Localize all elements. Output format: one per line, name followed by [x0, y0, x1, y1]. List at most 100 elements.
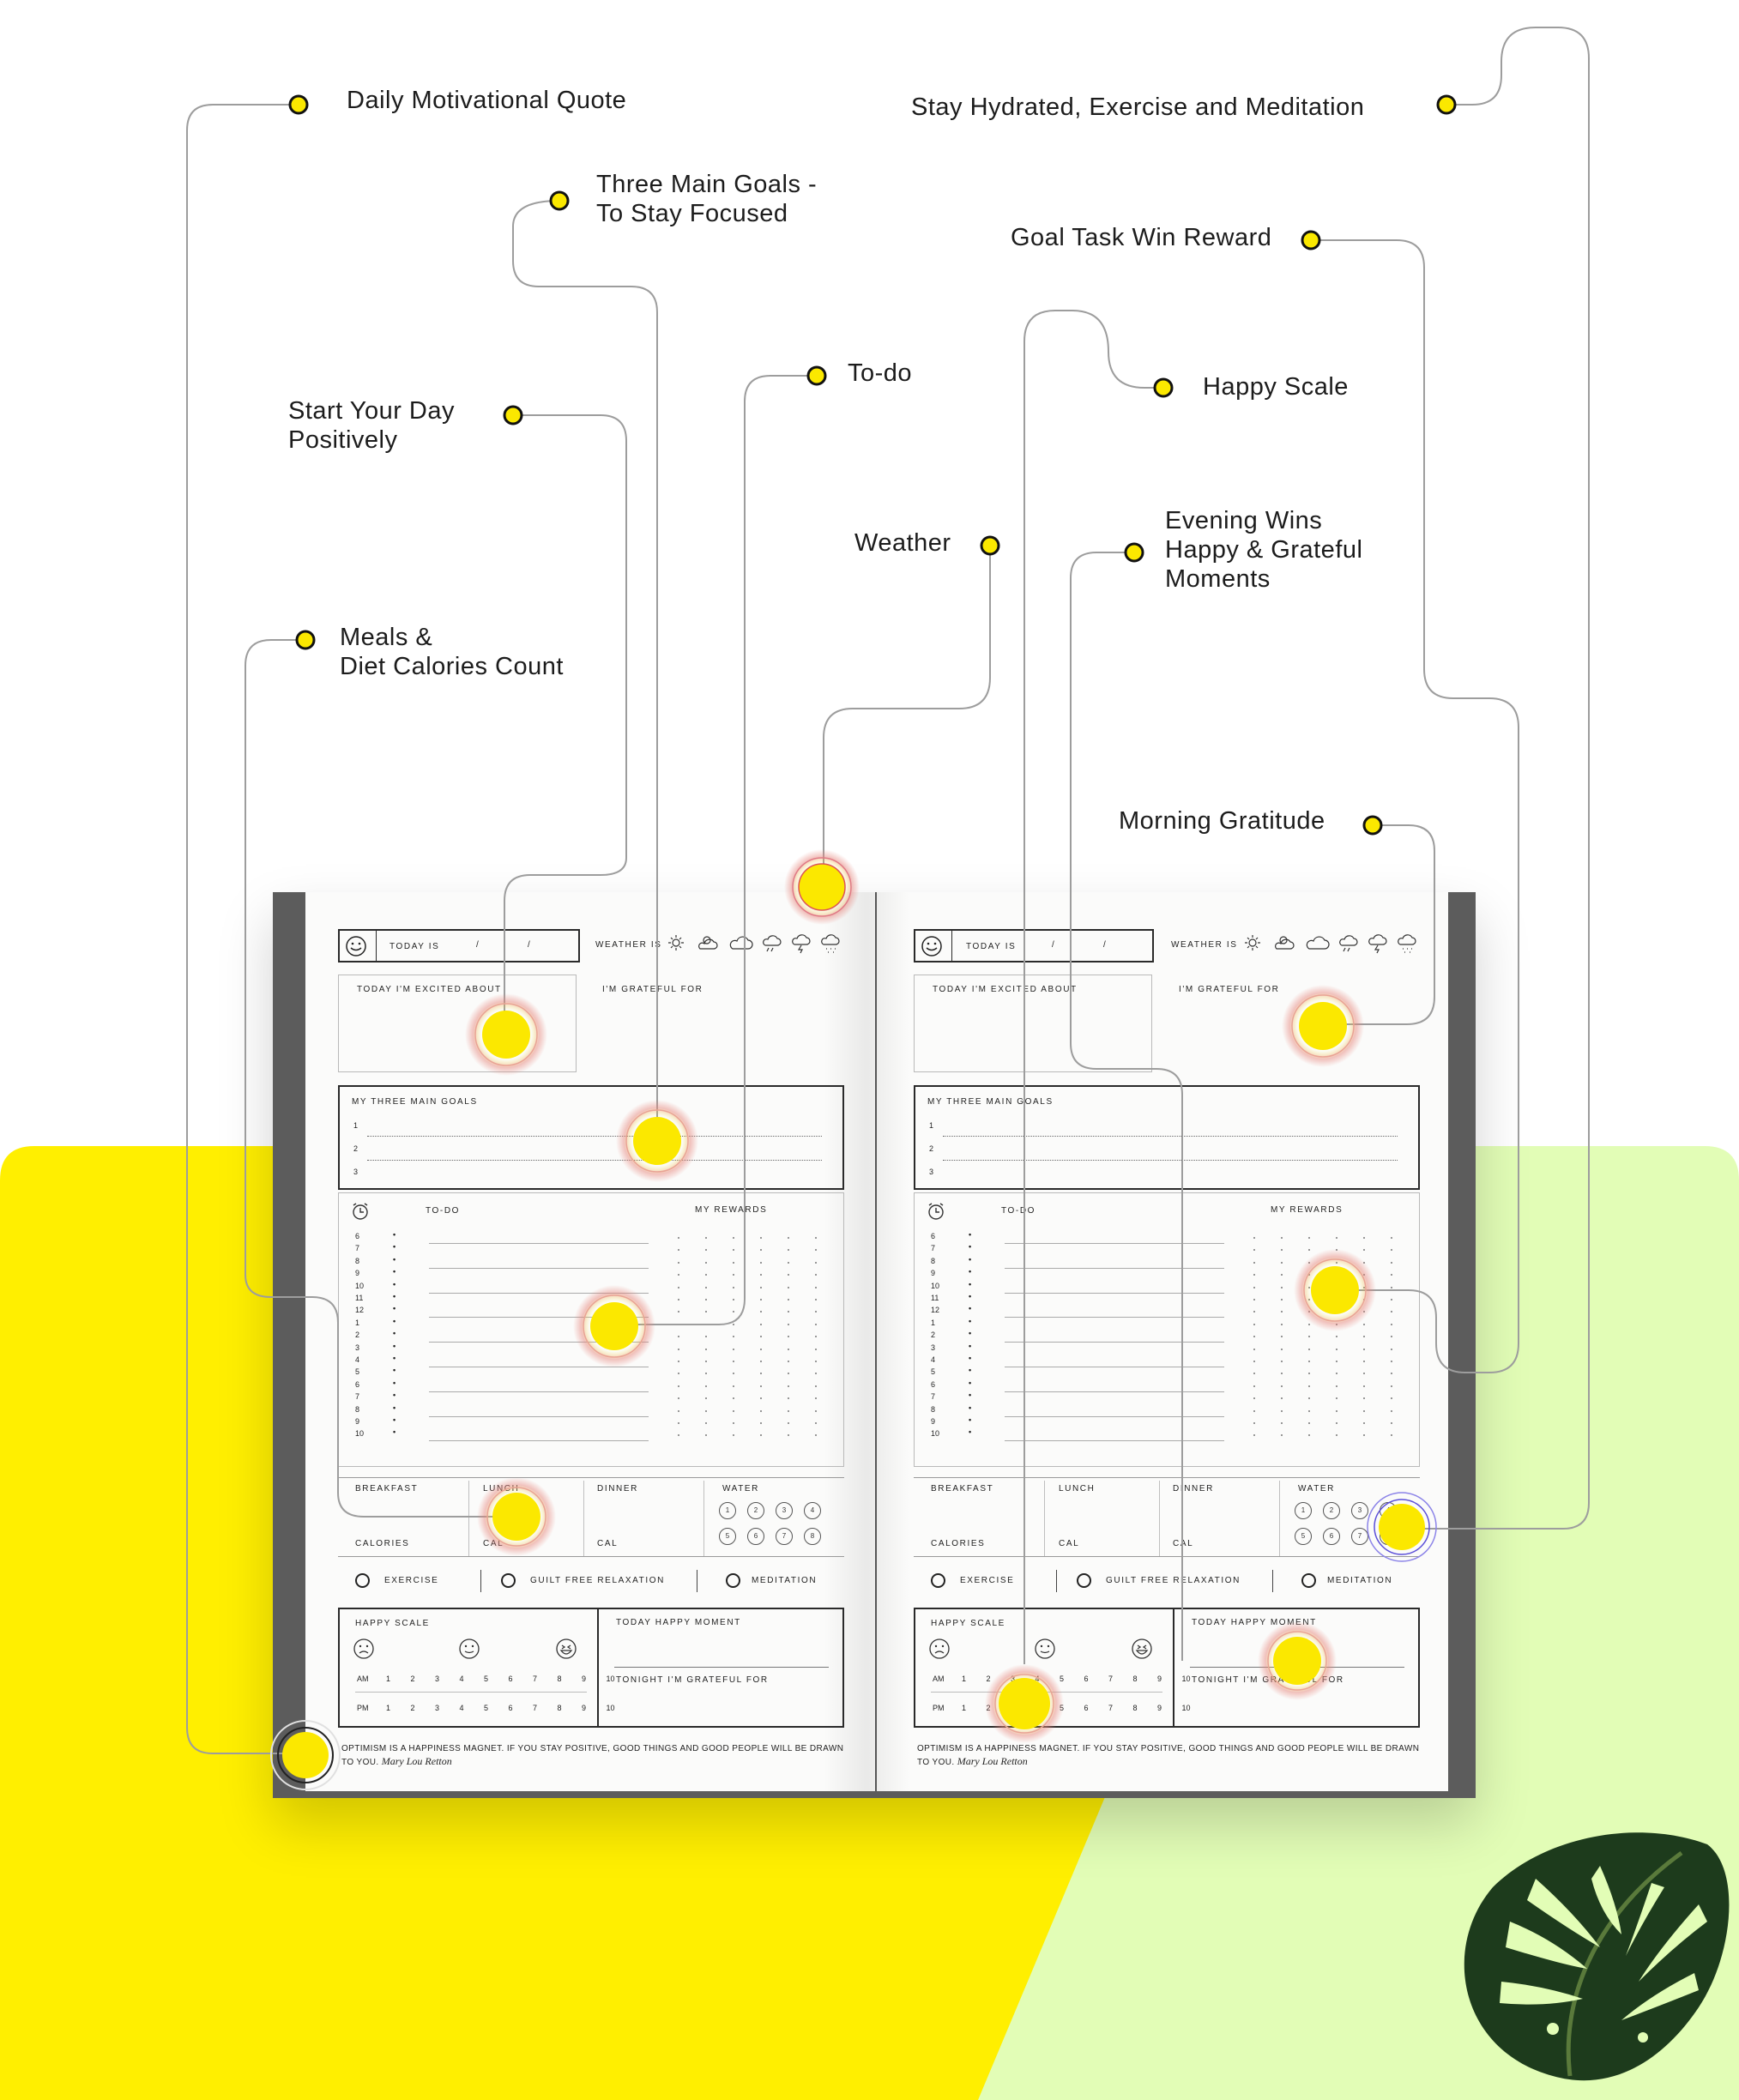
water-glass[interactable]: 5: [1295, 1528, 1312, 1545]
scale-pm-value[interactable]: 5: [484, 1704, 489, 1712]
reward-dot: [1391, 1361, 1392, 1362]
scale-am-value[interactable]: 2: [410, 1675, 415, 1683]
water-glass[interactable]: 5: [719, 1528, 736, 1545]
scale-am-value[interactable]: 8: [557, 1675, 562, 1683]
hour-label: 7: [931, 1392, 936, 1402]
reward-dot: [760, 1348, 762, 1350]
water-glass[interactable]: 4: [804, 1502, 821, 1519]
date-slash: /: [528, 940, 532, 950]
reward-dot: [1281, 1397, 1283, 1400]
quote-line-1: OPTIMISM IS A HAPPINESS MAGNET. IF YOU S…: [917, 1744, 1420, 1753]
scale-am-value[interactable]: 10: [606, 1675, 615, 1683]
water-glass[interactable]: 2: [1323, 1502, 1340, 1519]
scale-pm-value[interactable]: 1: [386, 1704, 391, 1712]
reward-dot: [733, 1409, 734, 1412]
connector-three-goals: [512, 200, 658, 1141]
reward-dot: [788, 1237, 789, 1239]
relaxation-label: GUILT FREE RELAXATION: [1106, 1576, 1241, 1585]
hour-label: 6: [355, 1379, 360, 1389]
callout-todo: To-do: [848, 359, 913, 387]
todo-line: [1005, 1292, 1224, 1294]
reward-dot: [788, 1422, 789, 1424]
water-glass[interactable]: 1: [1295, 1502, 1312, 1519]
sun-icon: [1245, 935, 1260, 950]
scale-am-value[interactable]: 2: [986, 1675, 991, 1683]
mood-faces: [929, 1638, 1152, 1659]
hour-label: 8: [931, 1256, 936, 1265]
hour-label: 4: [355, 1355, 360, 1364]
water-glass[interactable]: 7: [1351, 1528, 1368, 1545]
scale-pm-value[interactable]: 4: [459, 1704, 464, 1712]
scale-am-value[interactable]: 1: [386, 1675, 391, 1683]
relaxation-checkbox[interactable]: [501, 1573, 516, 1588]
water-glass[interactable]: 6: [747, 1528, 764, 1545]
reward-dot: [1308, 1249, 1310, 1252]
reward-dot: [733, 1299, 734, 1300]
scale-pm-value[interactable]: 8: [557, 1704, 562, 1712]
exercise-checkbox[interactable]: [355, 1573, 370, 1588]
water-glass[interactable]: 1: [719, 1502, 736, 1519]
rewards-label: MY REWARDS: [1271, 1205, 1343, 1215]
scale-pm-value[interactable]: 2: [410, 1704, 415, 1712]
reward-dot: [815, 1409, 817, 1412]
bullet: •: [969, 1267, 972, 1276]
meditation-checkbox[interactable]: [1301, 1573, 1316, 1588]
calories-label: CALORIES: [931, 1539, 986, 1548]
scale-pm-value[interactable]: 10: [1181, 1704, 1191, 1712]
scale-am-value[interactable]: 1: [962, 1675, 967, 1683]
reward-dot: [705, 1361, 707, 1362]
scale-am-value[interactable]: 3: [435, 1675, 440, 1683]
scale-pm-value[interactable]: 7: [1108, 1704, 1114, 1712]
scale-am-value[interactable]: 6: [1084, 1675, 1089, 1683]
scale-pm-value[interactable]: 10: [606, 1704, 615, 1712]
reward-dot: [788, 1336, 789, 1338]
water-glass[interactable]: 7: [776, 1528, 793, 1545]
water-glass[interactable]: 8: [804, 1528, 821, 1545]
relaxation-checkbox[interactable]: [1077, 1573, 1091, 1588]
reward-dot: [760, 1286, 762, 1288]
scale-am-value[interactable]: 9: [582, 1675, 587, 1683]
reward-dot: [760, 1397, 762, 1400]
scale-pm-value[interactable]: 9: [582, 1704, 587, 1712]
scale-am-value[interactable]: 5: [1060, 1675, 1065, 1683]
tonight-label: TONIGHT I'M GRATEFUL FOR: [616, 1675, 769, 1685]
water-glass[interactable]: 2: [747, 1502, 764, 1519]
scale-pm-value[interactable]: 3: [435, 1704, 440, 1712]
reward-dot: [788, 1373, 789, 1375]
scale-pm-value[interactable]: 1: [962, 1704, 967, 1712]
scale-am-value[interactable]: 6: [508, 1675, 513, 1683]
scale-pm-value[interactable]: 8: [1132, 1704, 1138, 1712]
scale-am-value[interactable]: 5: [484, 1675, 489, 1683]
reward-dot: [678, 1385, 679, 1387]
water-glass[interactable]: 6: [1323, 1528, 1340, 1545]
reward-dot: [733, 1385, 734, 1387]
meditation-checkbox[interactable]: [726, 1573, 740, 1588]
reward-dot: [678, 1249, 679, 1252]
scale-am-value[interactable]: 7: [1108, 1675, 1114, 1683]
scale-am-value[interactable]: 7: [533, 1675, 538, 1683]
scale-am-value[interactable]: 8: [1132, 1675, 1138, 1683]
scale-am-value[interactable]: 4: [459, 1675, 464, 1683]
am-label: AM: [357, 1675, 369, 1683]
bullet: •: [969, 1378, 972, 1387]
reward-dot: [760, 1299, 762, 1300]
lunch-label: LUNCH: [1059, 1484, 1096, 1494]
connector-weather: [823, 546, 991, 887]
water-glass[interactable]: 3: [776, 1502, 793, 1519]
scale-pm-value[interactable]: 6: [1084, 1704, 1089, 1712]
date-box: [338, 929, 580, 962]
reward-dot: [1253, 1237, 1255, 1239]
scale-pm-value[interactable]: 6: [508, 1704, 513, 1712]
scale-pm-value[interactable]: 7: [533, 1704, 538, 1712]
scale-pm-value[interactable]: 9: [1157, 1704, 1162, 1712]
exercise-checkbox[interactable]: [931, 1573, 945, 1588]
water-glass[interactable]: 3: [1351, 1502, 1368, 1519]
hour-label: 10: [931, 1429, 940, 1439]
scale-am-value[interactable]: 10: [1181, 1675, 1191, 1683]
scale-am-value[interactable]: 9: [1157, 1675, 1162, 1683]
exercise-label: EXERCISE: [384, 1576, 439, 1585]
marker-weather: [784, 849, 860, 925]
bullet: •: [393, 1354, 396, 1362]
alarm-clock-icon: [353, 1203, 368, 1220]
dot-daily-quote: [288, 94, 309, 115]
